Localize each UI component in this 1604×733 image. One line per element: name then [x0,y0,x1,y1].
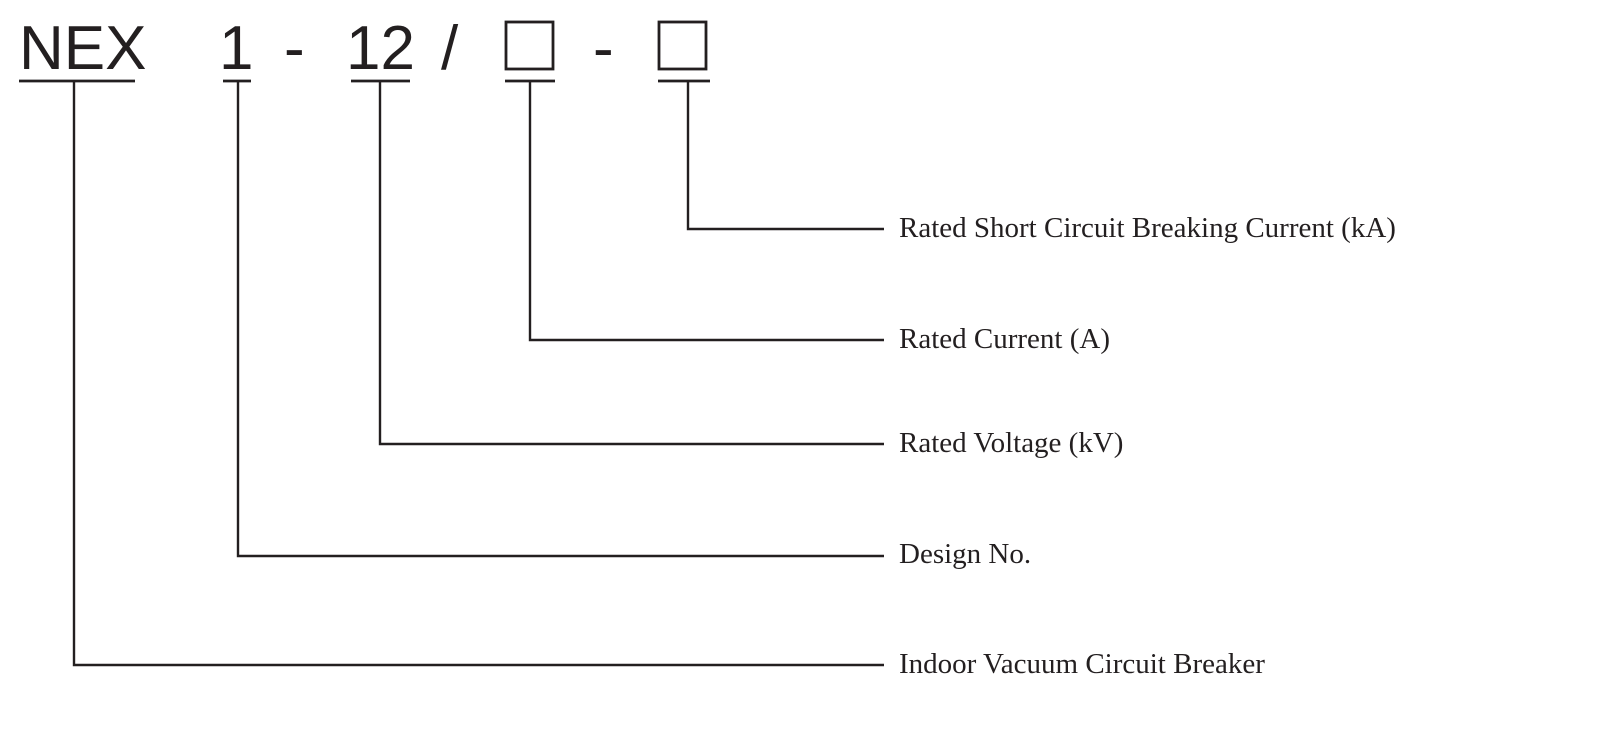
leader-rated-current [528,81,884,342]
code-separator-2: - [593,14,614,83]
code-current-placeholder-box [504,20,555,71]
label-breaking-current: Rated Short Circuit Breaking Current (kA… [899,212,1396,244]
labels: Rated Short Circuit Breaking Current (kA… [899,212,1396,680]
code-separator-1: - [284,14,305,83]
leader-breaker-type [72,81,884,667]
leader-rated-voltage [378,81,884,446]
label-rated-voltage: Rated Voltage (kV) [899,427,1123,459]
model-code: NEX 1 - 12 / - [19,14,708,83]
leader-lines [72,81,884,667]
leader-breaking-current [686,81,884,231]
code-slash: / [441,14,459,83]
label-design-no: Design No. [899,538,1031,570]
label-breaker-type: Indoor Vacuum Circuit Breaker [899,648,1265,680]
label-rated-current: Rated Current (A) [899,323,1110,355]
leader-design-no [236,81,884,558]
code-voltage: 12 [346,14,415,83]
code-breaking-current-placeholder-box [657,20,708,71]
code-prefix: NEX [19,14,146,83]
code-design-no: 1 [219,14,253,83]
